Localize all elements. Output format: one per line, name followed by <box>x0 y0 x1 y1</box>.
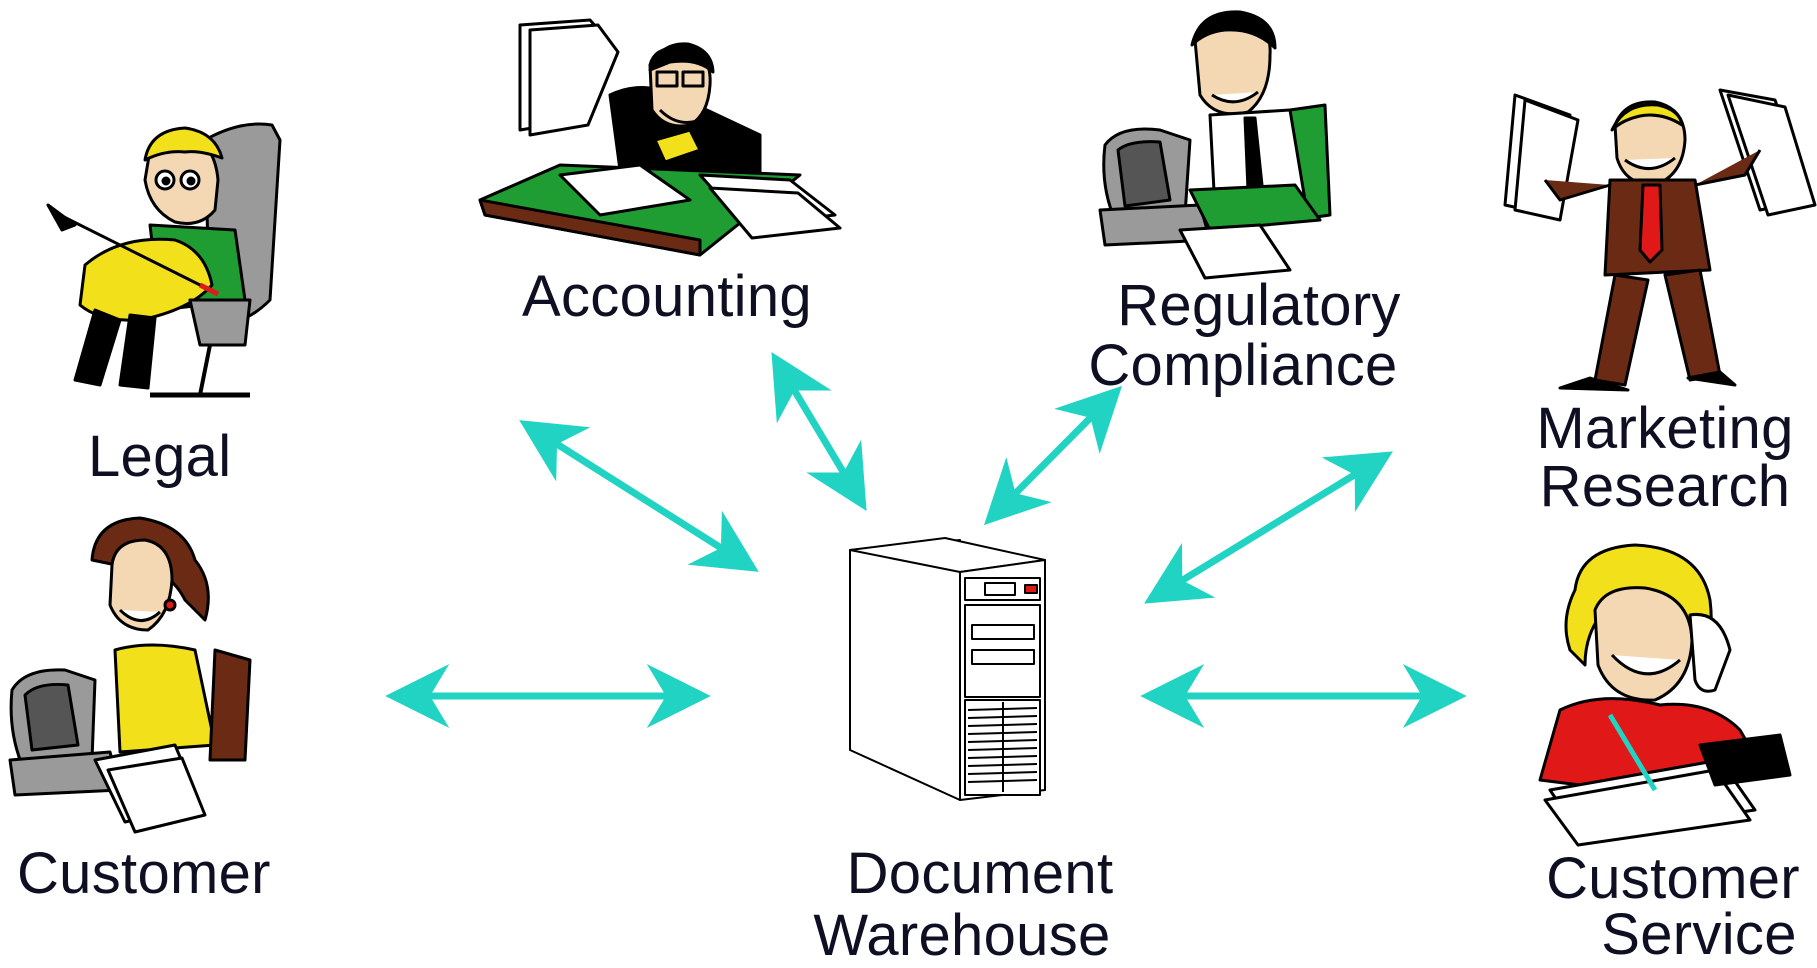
label-customer-service: Customer Service <box>1538 850 1808 966</box>
label-customer: Customer <box>17 841 271 906</box>
server-tower-icon <box>849 537 1046 801</box>
customer-service-agent-icon <box>1538 543 1792 847</box>
label-marketing-line1: Marketing <box>1536 396 1794 461</box>
label-marketing-research: Marketing Research <box>1530 400 1800 516</box>
label-warehouse-line2: Warehouse <box>813 903 1111 968</box>
arrow-legal-warehouse <box>519 420 759 572</box>
arrow-marketing-warehouse <box>1144 451 1393 604</box>
label-legal: Legal <box>88 424 232 489</box>
label-warehouse-line1: Document <box>846 841 1114 906</box>
arrow-regulatory-warehouse <box>983 385 1123 526</box>
arrow-accounting-warehouse <box>771 352 867 511</box>
label-regulatory-line1: Regulatory <box>1117 273 1401 338</box>
label-accounting: Accounting <box>522 264 812 329</box>
label-regulatory-compliance: Regulatory Compliance <box>1088 277 1400 398</box>
connection-arrows <box>385 352 1467 728</box>
label-regulatory-line2: Compliance <box>1088 333 1398 398</box>
compliance-officer-icon <box>1098 10 1332 280</box>
customer-icon <box>8 516 252 834</box>
label-document-warehouse: Document Warehouse <box>812 845 1113 965</box>
accountant-icon <box>478 18 842 257</box>
label-customer-service-line1: Customer <box>1546 846 1800 911</box>
label-customer-service-line2: Service <box>1601 902 1797 967</box>
label-marketing-line2: Research <box>1539 454 1791 519</box>
lawyer-icon <box>46 122 282 398</box>
marketing-researcher-icon <box>1503 88 1817 392</box>
